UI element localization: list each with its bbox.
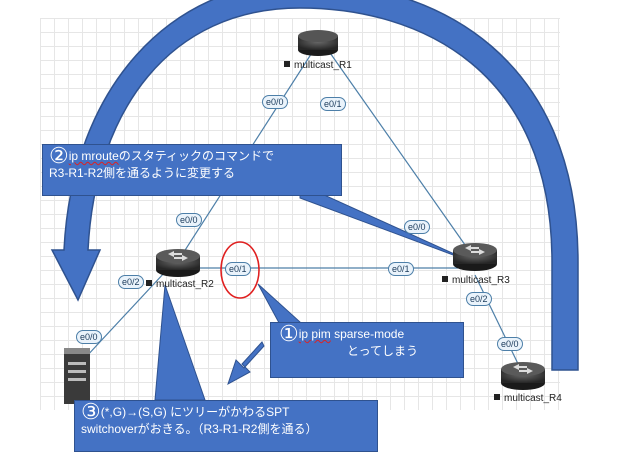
- port-host-e00[interactable]: e0/0: [76, 330, 102, 344]
- port-r3-e02[interactable]: e0/2: [466, 292, 492, 306]
- highlight-ellipse: [220, 241, 260, 299]
- port-r4-e00[interactable]: e0/0: [497, 337, 523, 351]
- router-r2-icon: [156, 249, 200, 277]
- callout-3-number: ③: [81, 399, 101, 424]
- callout-2-command: ip mroute: [68, 149, 119, 163]
- callout-2-number: ②: [49, 143, 69, 168]
- callout-1-line1: sparse-mode: [330, 327, 405, 341]
- callout-3-line2: switchoverがおきる。（R3-R1-R2側を通る）: [81, 422, 318, 436]
- big-curved-arrow: [50, 0, 579, 371]
- callout-3: ③(*,G)→(S,G) にツリーがかわるSPT switchoverがおきる。…: [74, 400, 378, 452]
- port-r3-e01[interactable]: e0/1: [388, 262, 414, 276]
- callout-2-line1: のスタティックのコマンドで: [118, 149, 275, 163]
- callout3-pointer: [154, 284, 206, 401]
- callout-2-line2: R3-R1-R2側を通るように変更する: [49, 166, 236, 180]
- host-server-icon: [64, 348, 90, 404]
- link-r3-r4: [474, 274, 523, 373]
- callout-3-line1: (*,G)→(S,G) にツリーがかわるSPT: [100, 405, 290, 419]
- callout-1-command: ip pim: [298, 327, 331, 341]
- small-arrow: [227, 341, 265, 386]
- callout-1-number: ①: [279, 321, 299, 346]
- router-r3-label: multicast_R3: [442, 275, 510, 286]
- link-r1-r3: [327, 49, 471, 253]
- port-r1-e01[interactable]: e0/1: [320, 97, 346, 111]
- router-r2-label: multicast_R2: [146, 279, 214, 290]
- link-r2-host: [84, 271, 166, 359]
- port-r2-e02[interactable]: e0/2: [118, 275, 144, 289]
- port-r2-e00[interactable]: e0/0: [176, 213, 202, 227]
- port-r3-e00[interactable]: e0/0: [404, 220, 430, 234]
- router-r1-label: multicast_R1: [284, 60, 352, 71]
- router-r4-label: multicast_R4: [494, 393, 562, 404]
- port-r2-e01[interactable]: e0/1: [225, 262, 251, 276]
- router-r1-icon: [298, 30, 338, 56]
- callout-1: ①ip pim sparse-mode とってしまう: [270, 322, 464, 378]
- callout-1-line2: とってしまう: [347, 344, 419, 358]
- router-r4-icon: [501, 362, 545, 390]
- router-r3-icon: [453, 243, 497, 271]
- port-r1-e00[interactable]: e0/0: [262, 95, 288, 109]
- callout-2: ②ip mrouteのスタティックのコマンドで R3-R1-R2側を通るように変…: [42, 144, 342, 196]
